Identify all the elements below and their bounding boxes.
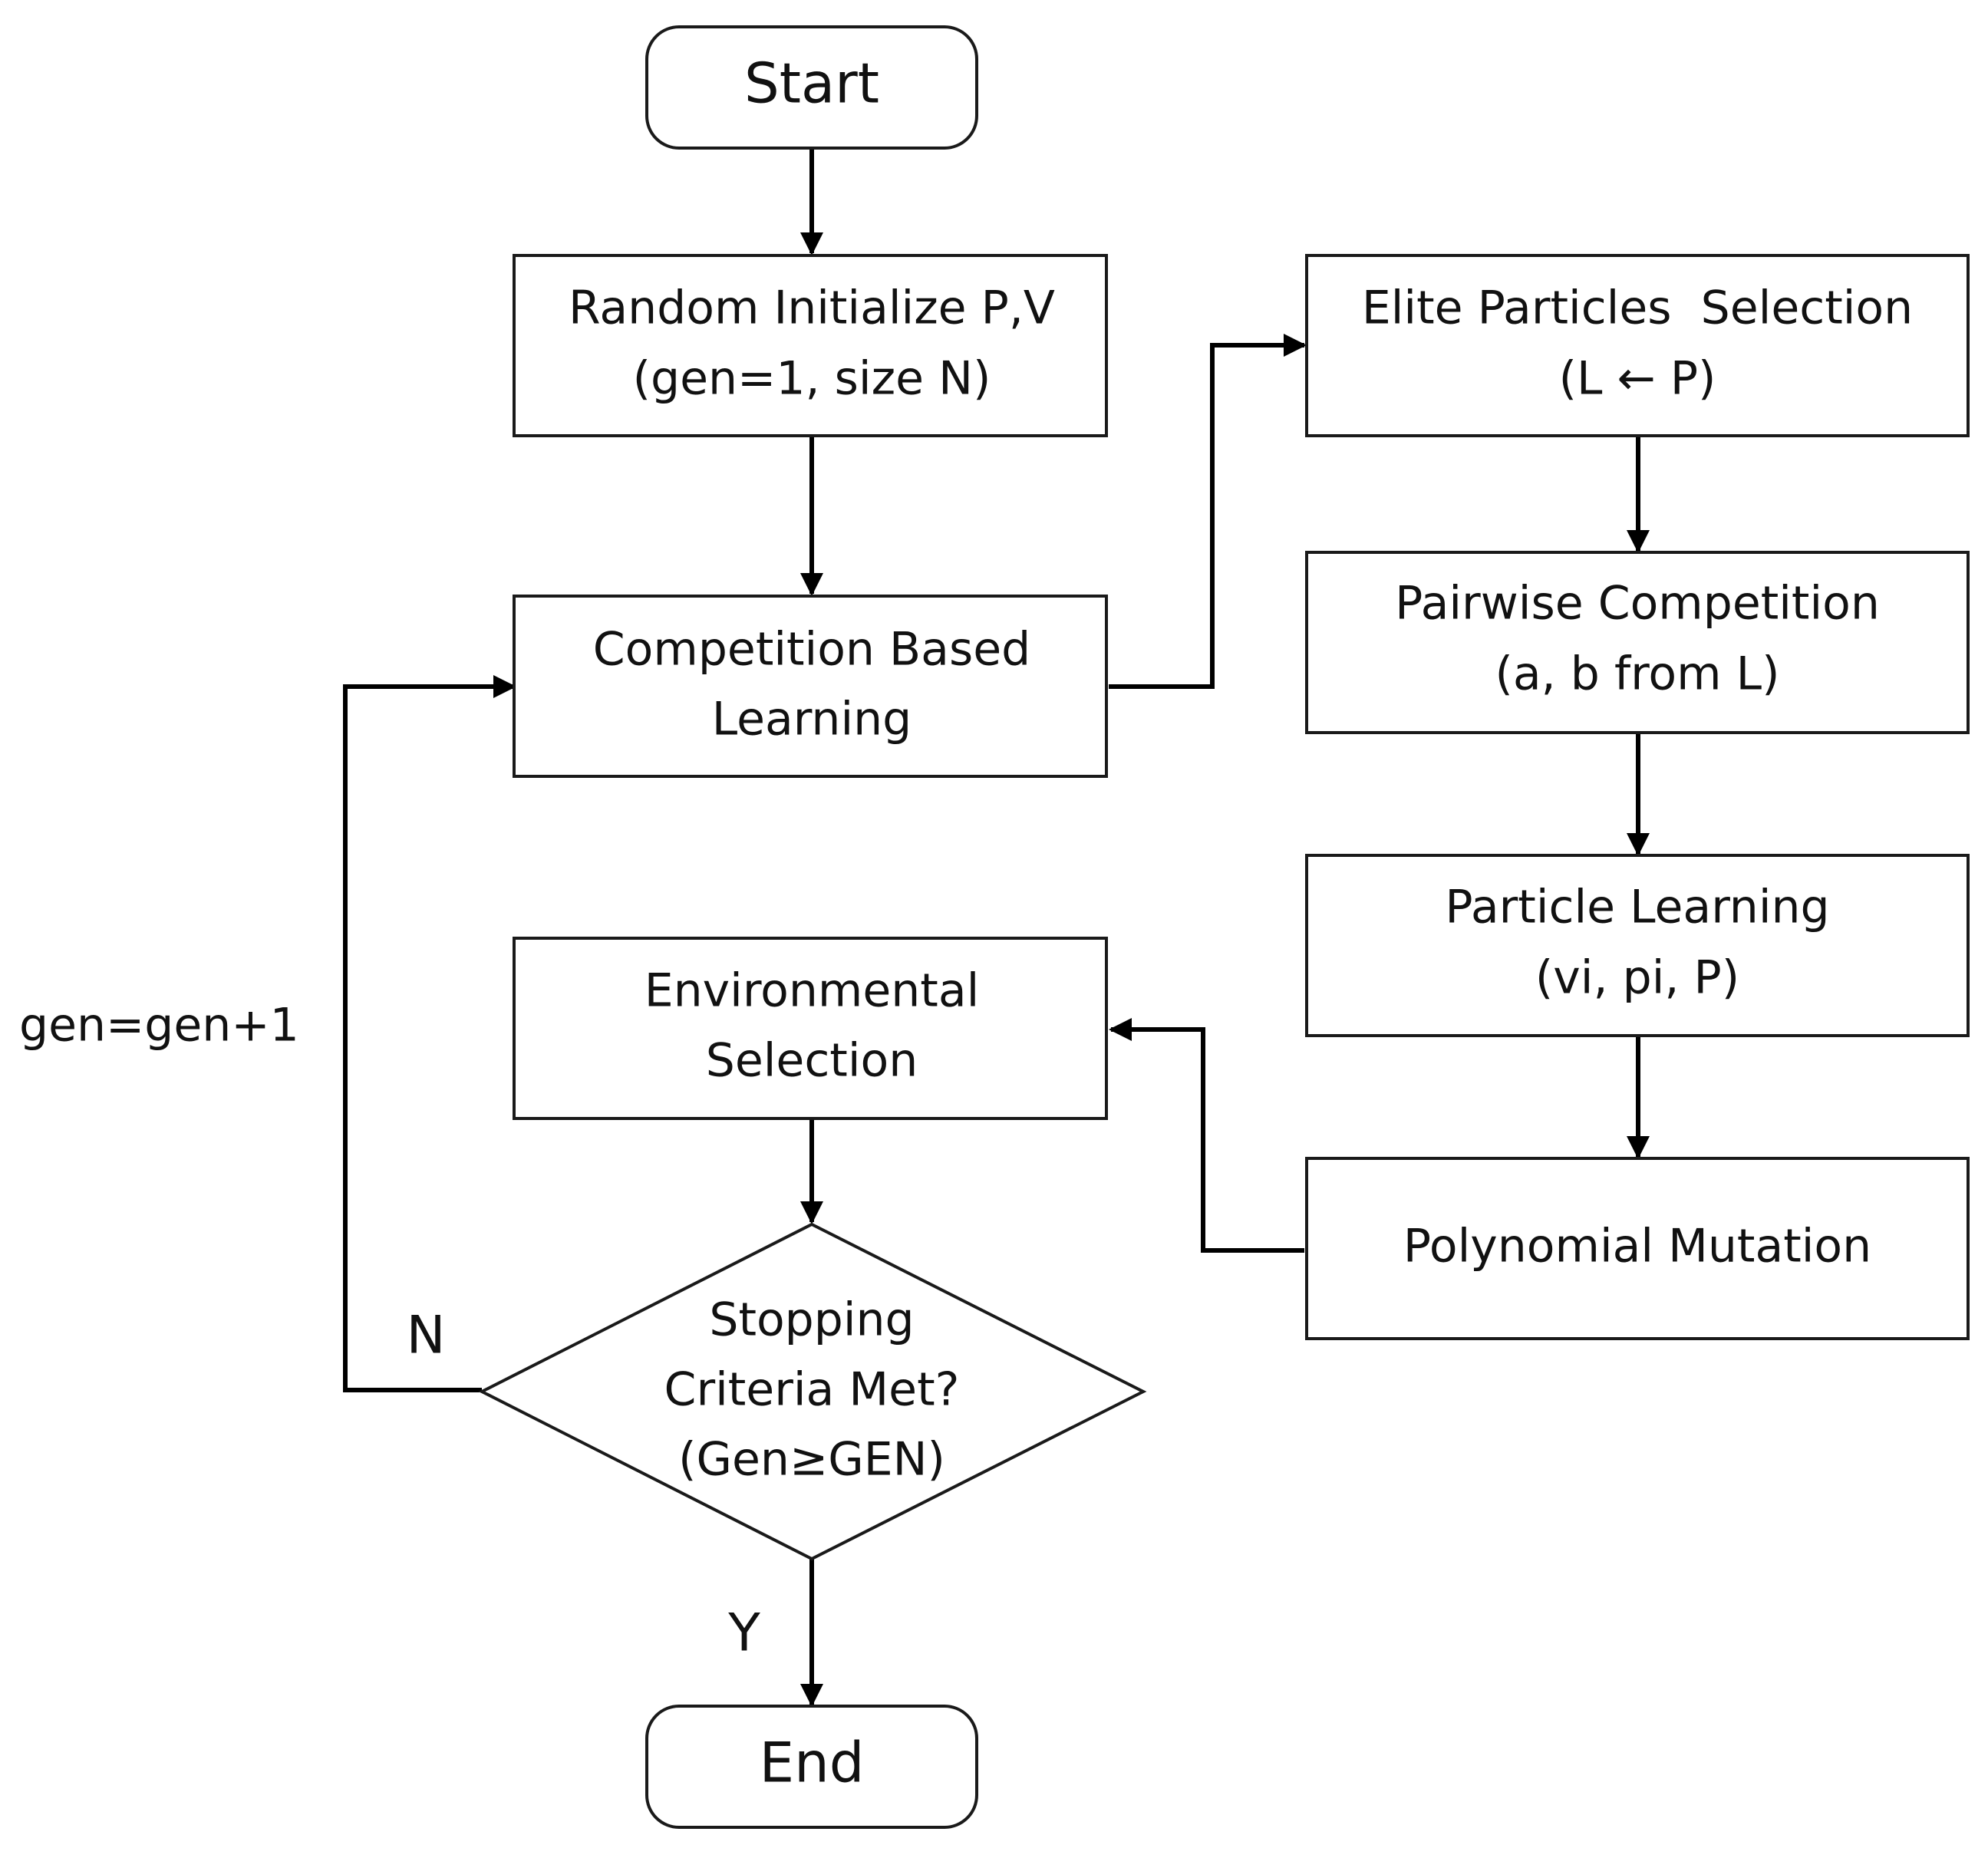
pairwise-label-line2: (a, b from L) [1495, 647, 1779, 701]
particle-label-line2: (vi, pi, P) [1535, 951, 1739, 1005]
loop-edge-label: gen=gen+1 [19, 999, 299, 1053]
particle-label-line1: Particle Learning [1445, 881, 1829, 934]
decision-label-line1: Stopping [709, 1293, 914, 1347]
env-process-box [513, 937, 1108, 1120]
cbl-process-box [513, 595, 1108, 778]
yes-branch-label: Y [727, 1603, 760, 1664]
no-branch-label: N [407, 1306, 446, 1366]
mutation-process-box [1305, 1157, 1970, 1340]
decision-label-line3: (Gen≥GEN) [678, 1433, 945, 1487]
elite-label-line2: (L ← P) [1559, 352, 1716, 406]
pairwise-label-line1: Pairwise Competition [1395, 577, 1880, 631]
init-label-line2: (gen=1, size N) [633, 352, 991, 406]
edge-decision-no-loop [343, 675, 516, 1392]
env-label-line1: Environmental [645, 964, 980, 1018]
cbl-label-line2: Learning [712, 693, 912, 746]
env-label-line2: Selection [706, 1034, 918, 1088]
end-label: End [760, 1731, 865, 1795]
end-terminator [645, 1705, 978, 1829]
elite-process-box [1305, 254, 1970, 437]
start-terminator [645, 25, 978, 150]
stopping-decision-diamond [478, 1222, 1147, 1561]
particle-process-box [1305, 854, 1970, 1037]
init-label-line1: Random Initialize P,V [569, 282, 1055, 335]
decision-label-line2: Criteria Met? [664, 1363, 960, 1417]
init-process-box [513, 254, 1108, 437]
start-label: Start [744, 51, 879, 116]
edge-mutation-to-env [1109, 1018, 1304, 1253]
mutation-label: Polynomial Mutation [1403, 1220, 1871, 1273]
elite-label-line1: Elite Particles Selection [1362, 282, 1913, 335]
pairwise-process-box [1305, 551, 1970, 734]
edge-cbl-to-elite [1109, 334, 1307, 689]
cbl-label-line1: Competition Based [593, 623, 1030, 677]
